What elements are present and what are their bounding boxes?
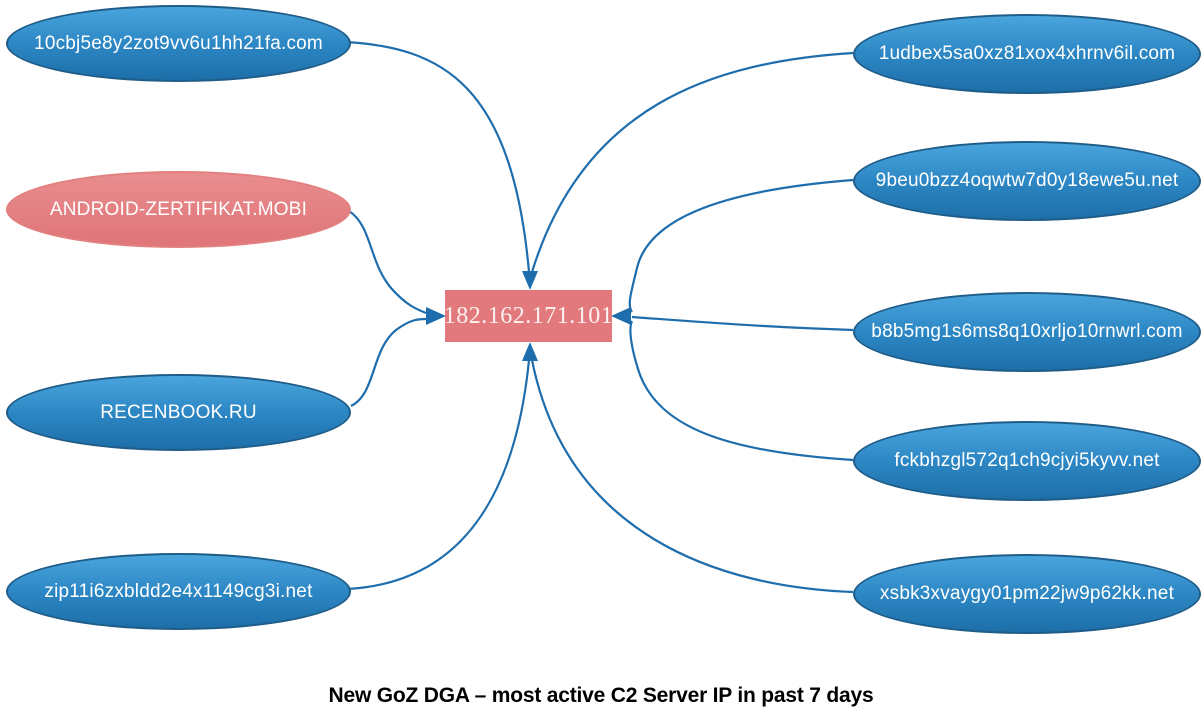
arrowhead-bottom xyxy=(522,342,538,361)
arrowhead-top xyxy=(522,271,538,290)
domain-node-9beu: 9beu0bzz4oqwtw7d0y18ewe5u.net xyxy=(853,141,1201,221)
edge-xsbk-to-ip xyxy=(530,359,854,594)
arrowhead-left xyxy=(426,307,446,325)
domain-node-zip11: zip11i6zxbldd2e4x1149cg3i.net xyxy=(6,553,351,630)
domain-node-android-zertifikat: ANDROID-ZERTIFIKAT.MOBI xyxy=(6,171,351,248)
domain-label: zip11i6zxbldd2e4x1149cg3i.net xyxy=(44,580,313,602)
edge-recenbook-to-ip xyxy=(350,317,427,407)
edge-1udbex-to-ip xyxy=(530,51,854,273)
domain-label: ANDROID-ZERTIFIKAT.MOBI xyxy=(49,198,308,220)
domain-label: fckbhzgl572q1ch9cjyi5kyvv.net xyxy=(894,450,1160,471)
domain-label: b8b5mg1s6ms8q10xrljo10rnwrl.com xyxy=(871,321,1183,342)
domain-node-10cbj: 10cbj5e8y2zot9vv6u1hh21fa.com xyxy=(6,5,351,82)
edge-zip11-to-ip xyxy=(347,359,531,591)
edge-9beu-to-ip xyxy=(628,178,854,313)
edge-android-to-ip xyxy=(348,210,427,315)
edge-fckbhzgl-to-ip xyxy=(629,320,854,462)
domain-node-xsbk: xsbk3xvaygy01pm22jw9p62kk.net xyxy=(853,554,1201,634)
domain-node-fckbhzgl: fckbhzgl572q1ch9cjyi5kyvv.net xyxy=(853,421,1201,501)
domain-node-1udbex: 1udbex5sa0xz81xox4xhrnv6il.com xyxy=(853,14,1201,94)
domain-node-recenbook: RECENBOOK.RU xyxy=(6,374,351,451)
domain-label: 9beu0bzz4oqwtw7d0y18ewe5u.net xyxy=(875,170,1179,191)
c2-server-ip-label: 182.162.171.101 xyxy=(443,302,614,329)
c2-server-ip-node: 182.162.171.101 xyxy=(443,290,614,342)
edge-10cbj-to-ip xyxy=(346,40,531,273)
edge-b8b5-to-ip xyxy=(631,315,854,332)
arrowhead-right xyxy=(611,307,631,325)
domain-node-b8b5: b8b5mg1s6ms8q10xrljo10rnwrl.com xyxy=(853,292,1201,372)
diagram-title: New GoZ DGA – most active C2 Server IP i… xyxy=(328,684,874,707)
domain-label: xsbk3xvaygy01pm22jw9p62kk.net xyxy=(879,583,1175,604)
domain-label: 10cbj5e8y2zot9vv6u1hh21fa.com xyxy=(34,32,323,54)
domain-label: RECENBOOK.RU xyxy=(100,401,257,423)
domain-label: 1udbex5sa0xz81xox4xhrnv6il.com xyxy=(878,43,1176,64)
